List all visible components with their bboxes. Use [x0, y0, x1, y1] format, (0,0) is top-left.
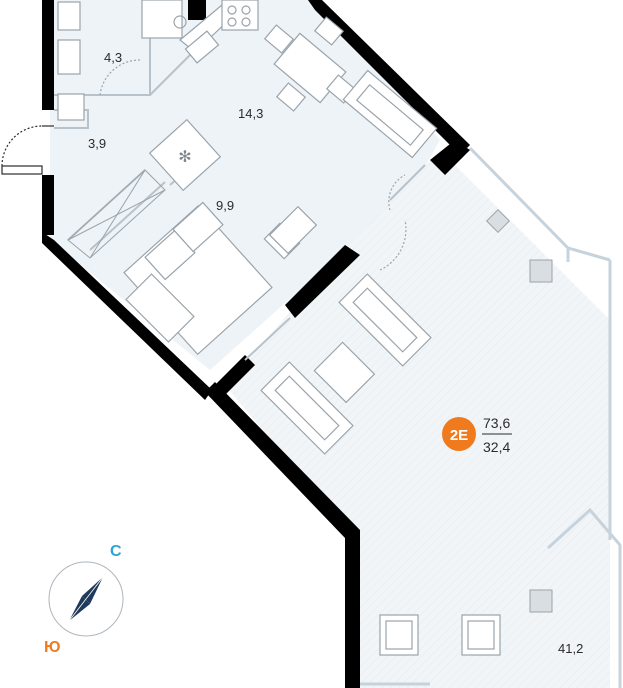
inner-walls — [215, 140, 470, 395]
entrance-door — [1, 125, 54, 175]
dining-set — [263, 16, 357, 112]
compass-north-label: С — [110, 543, 122, 560]
kitchen-fixtures — [179, 0, 259, 64]
unit-badge: 2E 73,6 32,4 — [442, 415, 512, 455]
unit-badge-circle — [442, 417, 476, 451]
living-armchairs — [379, 614, 501, 656]
living-sofa-lower — [260, 361, 354, 455]
room-area-kitchen: 14,3 — [238, 106, 263, 121]
compass-ring — [48, 561, 124, 637]
compass-south-label: Ю — [44, 639, 61, 656]
bedroom-closet — [67, 169, 166, 259]
living-sofa-upper — [338, 273, 432, 367]
room-area-bathroom: 4,3 — [104, 50, 122, 65]
bed — [123, 201, 273, 356]
unit-total-area: 73,6 — [483, 415, 510, 431]
bedroom-storage — [125, 205, 318, 343]
bedroom-door — [379, 219, 407, 271]
kitchen-door — [388, 174, 406, 211]
wardrobe: ✻ — [148, 118, 222, 192]
outer-walls — [42, 0, 470, 688]
unit-code: 2E — [450, 427, 468, 444]
svg-text:✻: ✻ — [178, 147, 191, 166]
glazing — [360, 146, 622, 688]
room-area-hall: 3,9 — [88, 136, 106, 151]
unit-living-area: 32,4 — [483, 439, 510, 455]
living-coffee-table — [313, 341, 376, 404]
room-area-bedroom: 9,9 — [216, 198, 234, 213]
compass: С Ю — [44, 543, 124, 656]
kitchen-sofa — [342, 69, 438, 159]
room-area-living: 41,2 — [558, 641, 583, 656]
columns — [485, 208, 553, 613]
bathroom-fixtures — [57, 0, 187, 121]
